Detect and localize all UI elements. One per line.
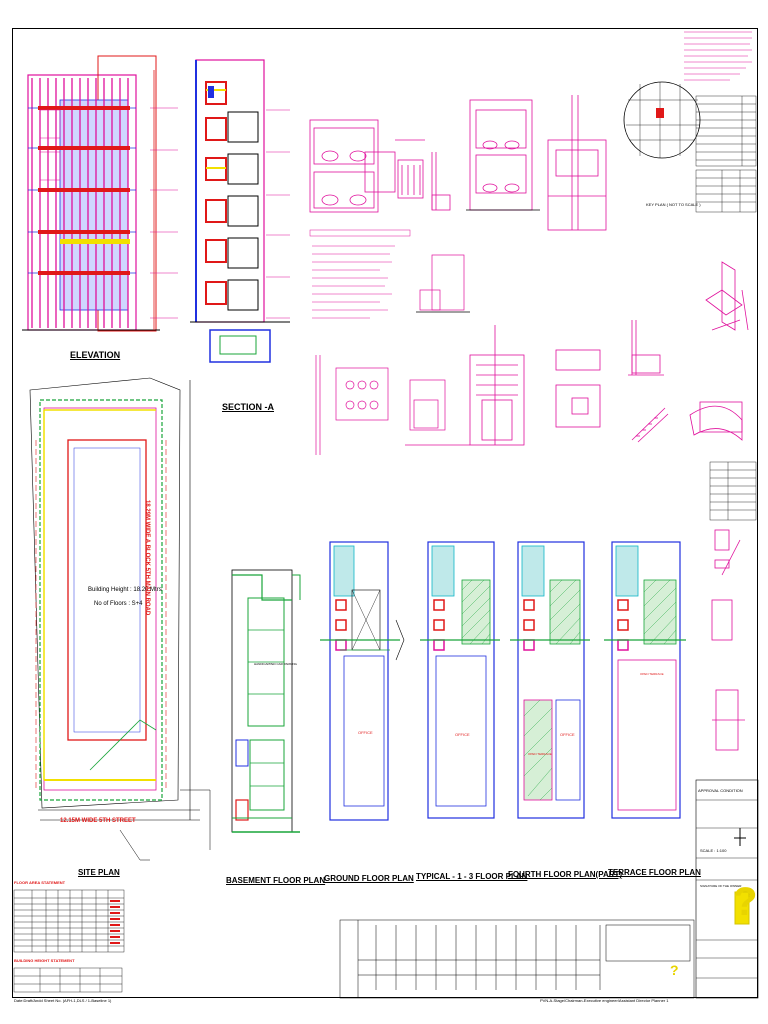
site-plan-drawing (29, 377, 211, 861)
fourth-open-terrace-label: OPEN TERRACE (528, 752, 552, 756)
isometric-detail-drawing (705, 261, 749, 331)
small-question-icon: ? (670, 962, 679, 978)
fourth-floor-plan-drawing (510, 541, 590, 819)
typical-office-label: OFFICE (455, 732, 470, 737)
floor-area-table (13, 889, 125, 953)
title-block (695, 779, 759, 999)
mechanical-parking-detail (466, 99, 540, 211)
elevation-drawing (22, 55, 178, 332)
basement-floor-plan-drawing (231, 569, 301, 833)
building-height-table (13, 967, 123, 993)
ground-office-label: OFFICE (358, 730, 373, 735)
sump-detail-drawing (315, 355, 470, 455)
fourth-floor-plan-caption: FOURTH FLOOR PLAN(PART) (508, 870, 623, 879)
building-height-table-title: BUILDING HEIGHT STATEMENT (14, 958, 75, 963)
owner-signature-label: SIGNATURE OF THE OWNER (700, 884, 742, 888)
building-height-label: Building Height : 18.20 Mtrs (88, 587, 162, 593)
site-plan-caption: SITE PLAN (78, 868, 120, 877)
fourth-office-label: OFFICE (560, 732, 575, 737)
footer-left-text: Date:Draft/Andd Sheet No. (AFH-1,DLS / 1… (14, 998, 112, 1003)
terrace-floor-plan-drawing (604, 541, 686, 819)
toilet-detail-drawing (555, 349, 601, 428)
ground-floor-plan-drawing (320, 541, 405, 821)
parking-detail-drawing (309, 119, 451, 213)
bottom-schedule-table (339, 919, 695, 999)
elevation-caption: ELEVATION (70, 350, 121, 360)
key-plan-drawing (623, 81, 701, 159)
lift-detail-drawing (547, 95, 607, 231)
approval-condition-label: APPROVAL CONDITION (698, 788, 743, 793)
footer-right-text: PVN-A-Stage/Chairman-Executive engineer/… (540, 998, 669, 1003)
ramp-detail-drawing (628, 320, 743, 443)
rainwater-detail-drawing (416, 254, 470, 313)
basement-floor-plan-caption: BASEMENT FLOOR PLAN (226, 876, 326, 885)
small-detail-drawings (711, 529, 745, 751)
staircase-detail-drawing (469, 325, 525, 446)
typical-floor-plan-drawing (420, 541, 500, 819)
general-notes-block (684, 31, 752, 81)
electrical-notes-block (309, 229, 411, 319)
signature-placeholder-question-icon: ? (733, 880, 758, 924)
material-legend-table (709, 461, 757, 521)
terrace-open-terrace-label: OPEN TERRACE (640, 672, 664, 676)
scale-label: SCALE : 1:100 (700, 848, 727, 853)
street-label: 12.15M WIDE 5TH STREET (60, 818, 136, 824)
floor-area-table-title: FLOOR AREA STATEMENT (14, 880, 66, 885)
area-statement-table (695, 95, 757, 167)
section-a-caption: SECTION -A (222, 402, 275, 412)
section-a-drawing (190, 59, 290, 363)
road-label: 18.29M WIDE A BLOCK 5TH MAIN ROAD (144, 500, 150, 616)
terrace-floor-plan-caption: TERRACE FLOOR PLAN (608, 868, 701, 877)
floor-area-table-red-values (110, 900, 120, 944)
typical-floor-plan-caption: TYPICAL - 1 - 3 FLOOR PLAN (416, 872, 528, 881)
ground-floor-plan-caption: GROUND FLOOR PLAN (324, 874, 414, 883)
floor-count-label: No of Floors : S+4 (94, 601, 143, 607)
key-plan-caption: KEY PLAN ( NOT TO SCALE ) (646, 202, 701, 207)
parking-statement-table (695, 169, 757, 213)
drawing-sheet-border (12, 28, 758, 998)
handicapped-parking-label: HANDICAPPED CAR PARKING (254, 662, 297, 666)
